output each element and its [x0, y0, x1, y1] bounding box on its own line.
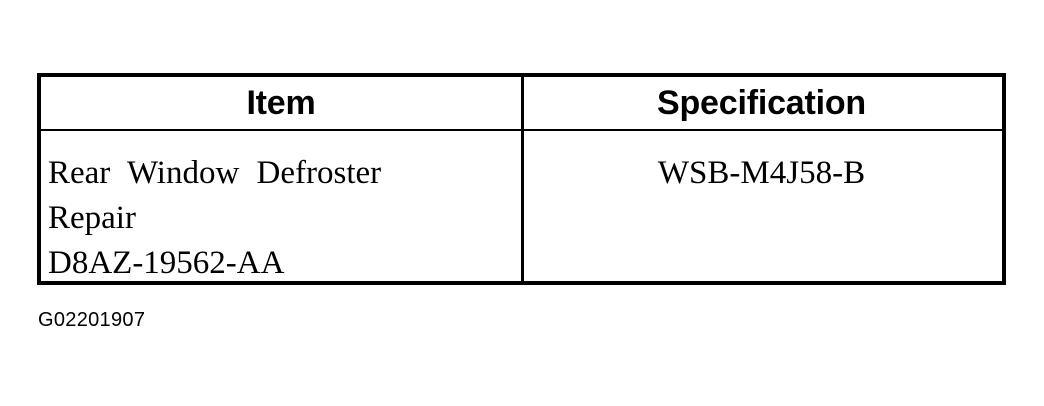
table-header-cell-item: Item	[41, 77, 521, 129]
figure-caption: G02201907	[38, 309, 146, 331]
table-cell-specification: WSB-M4J58-B	[521, 131, 1002, 281]
table-cell-item: Rear Window Defroster Repair D8AZ-19562-…	[41, 131, 521, 281]
table-inner: Item Specification Rear Window Defroster…	[41, 77, 1002, 281]
table-header-cell-specification: Specification	[521, 77, 1002, 129]
specification-value: WSB-M4J58-B	[657, 155, 866, 191]
table-header-label-item: Item	[246, 84, 316, 122]
item-line-2: Repair	[48, 200, 136, 236]
table-row: Rear Window Defroster Repair D8AZ-19562-…	[41, 131, 1002, 281]
item-line-1: Rear Window Defroster	[48, 155, 382, 191]
specification-table: Item Specification Rear Window Defroster…	[37, 73, 1006, 285]
table-header-row: Item Specification	[41, 77, 1002, 129]
column-divider	[521, 77, 524, 281]
item-line-3: D8AZ-19562-AA	[48, 245, 285, 281]
table-header-label-specification: Specification	[656, 84, 866, 122]
